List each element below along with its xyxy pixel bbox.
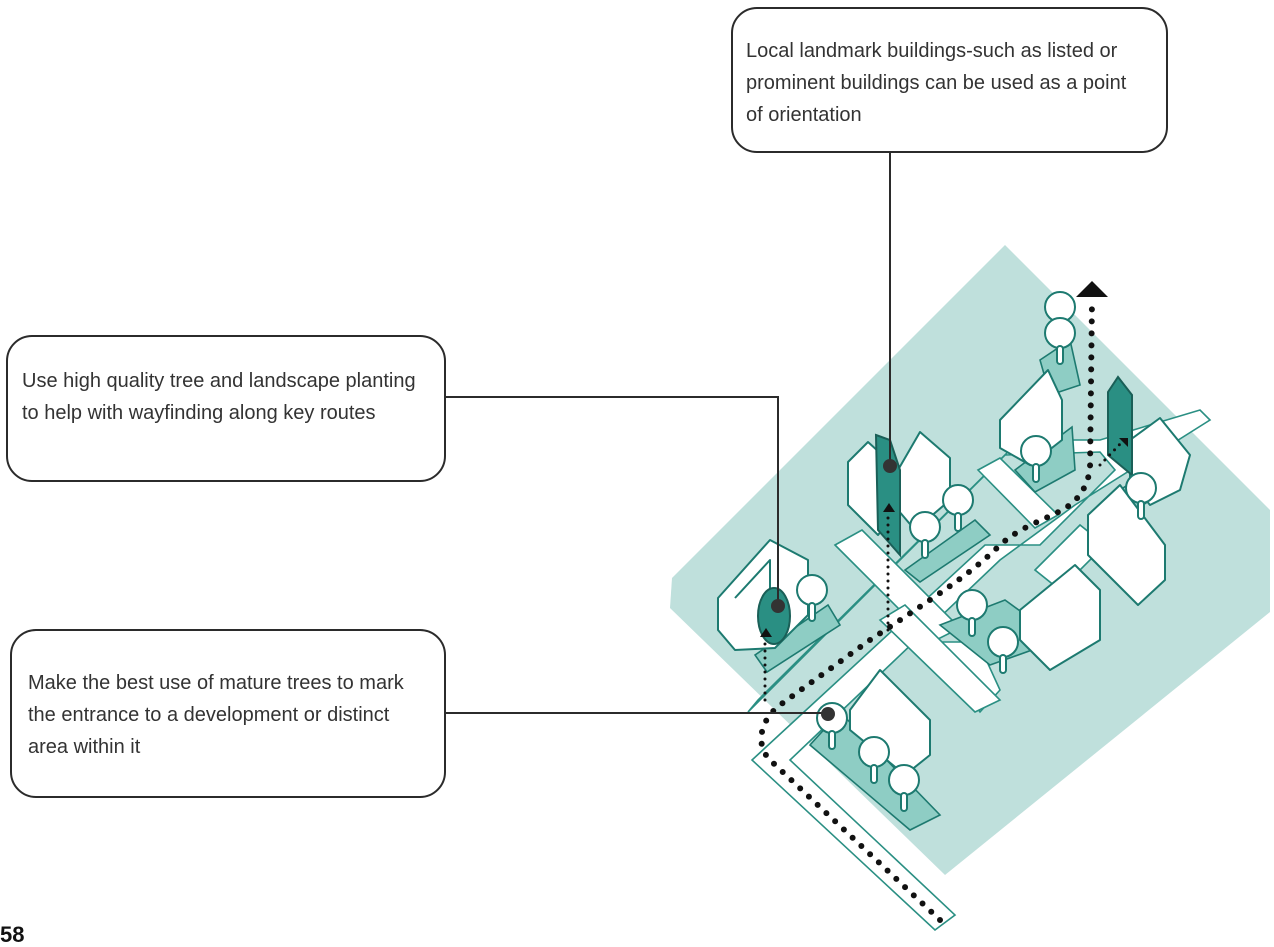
callout-tree-planting: Use high quality tree and landscape plan… xyxy=(6,335,446,482)
branch-route-right xyxy=(1098,440,1124,467)
callout-landmark-text: Local landmark buildings-such as listed … xyxy=(746,40,1127,126)
plots xyxy=(753,338,1159,831)
callout-mature-trees: Make the best use of mature trees to mar… xyxy=(10,629,446,798)
route-arrow-north xyxy=(1076,281,1108,297)
main-route xyxy=(758,297,1095,923)
leader-dots xyxy=(771,459,897,721)
page-number: 58 xyxy=(0,922,25,947)
callout-planting-text: Use high quality tree and landscape plan… xyxy=(22,370,416,424)
trees xyxy=(796,291,1157,812)
callout-landmark-buildings: Local landmark buildings-such as listed … xyxy=(731,7,1168,153)
callout-mature-trees-text: Make the best use of mature trees to mar… xyxy=(28,672,404,758)
leader-planting xyxy=(446,396,779,605)
wayfinding-routes xyxy=(758,297,1124,923)
route-arrows xyxy=(760,281,1128,637)
leader-lines xyxy=(446,153,891,714)
